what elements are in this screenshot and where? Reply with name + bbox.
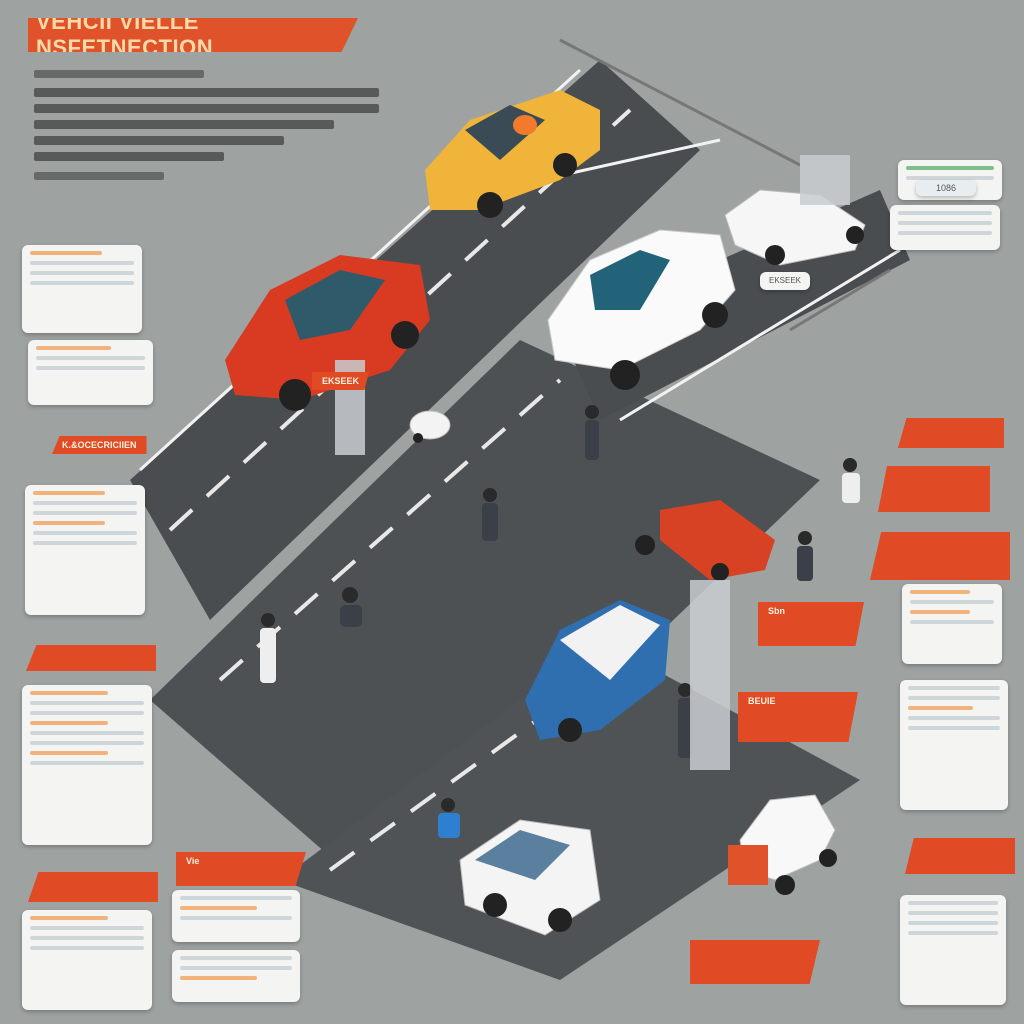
right-tag-4 — [905, 838, 1015, 874]
white-hatchback-icon — [724, 189, 866, 266]
yellow-taxi-icon — [425, 90, 600, 218]
left-tag-3 — [28, 872, 158, 902]
info-card-right-3 — [902, 584, 1002, 664]
info-card-right-4 — [900, 680, 1008, 810]
small-white-car-icon — [728, 794, 837, 895]
bottom-tag-2 — [690, 940, 820, 984]
right-tag-2 — [878, 466, 990, 512]
info-card-left-2 — [28, 340, 153, 405]
scooter-icon — [409, 410, 451, 443]
white-suv-icon — [547, 229, 736, 390]
right-tag-3 — [870, 532, 1010, 580]
info-card-left-4 — [22, 685, 152, 845]
white-van-icon — [459, 819, 601, 936]
right-mid-tag-2: BEUIE — [738, 692, 858, 742]
intro-line-1 — [34, 70, 204, 78]
page-title: VEHCII VIELLE NSFETNECTION — [28, 18, 358, 52]
car-sign-red: EKSEEK — [312, 372, 370, 390]
car-sign-white: EKSEEK — [760, 272, 810, 290]
red-trailer-icon — [635, 500, 775, 581]
info-card-right-small: 1086 — [916, 180, 976, 196]
right-tag-1 — [898, 418, 1004, 448]
intro-line-3 — [34, 104, 379, 113]
intro-line-2 — [34, 88, 379, 97]
bottom-tag-1: Vie — [176, 852, 306, 886]
red-suv-icon — [225, 255, 430, 411]
info-card-bottom-2 — [172, 950, 300, 1002]
info-card-bottom-1 — [172, 890, 300, 942]
intro-line-6 — [34, 152, 224, 161]
info-card-left-3 — [25, 485, 145, 615]
blue-white-car-icon — [525, 600, 670, 742]
left-tag-1: K.&OCECRICIIEN — [52, 436, 147, 454]
intro-line-4 — [34, 120, 334, 129]
info-card-left-5 — [22, 910, 152, 1010]
left-tag-2 — [26, 645, 156, 671]
info-card-right-5 — [900, 895, 1006, 1005]
main-road-lower — [150, 340, 820, 900]
right-mid-tag-1: Sbn — [758, 602, 864, 646]
mechanic-figure-icon — [260, 405, 860, 838]
guard-rail — [559, 38, 891, 332]
info-card-right-2 — [890, 205, 1000, 250]
intro-line-5 — [34, 136, 284, 145]
intro-line-7 — [34, 172, 164, 180]
info-card-left-1 — [22, 245, 142, 333]
